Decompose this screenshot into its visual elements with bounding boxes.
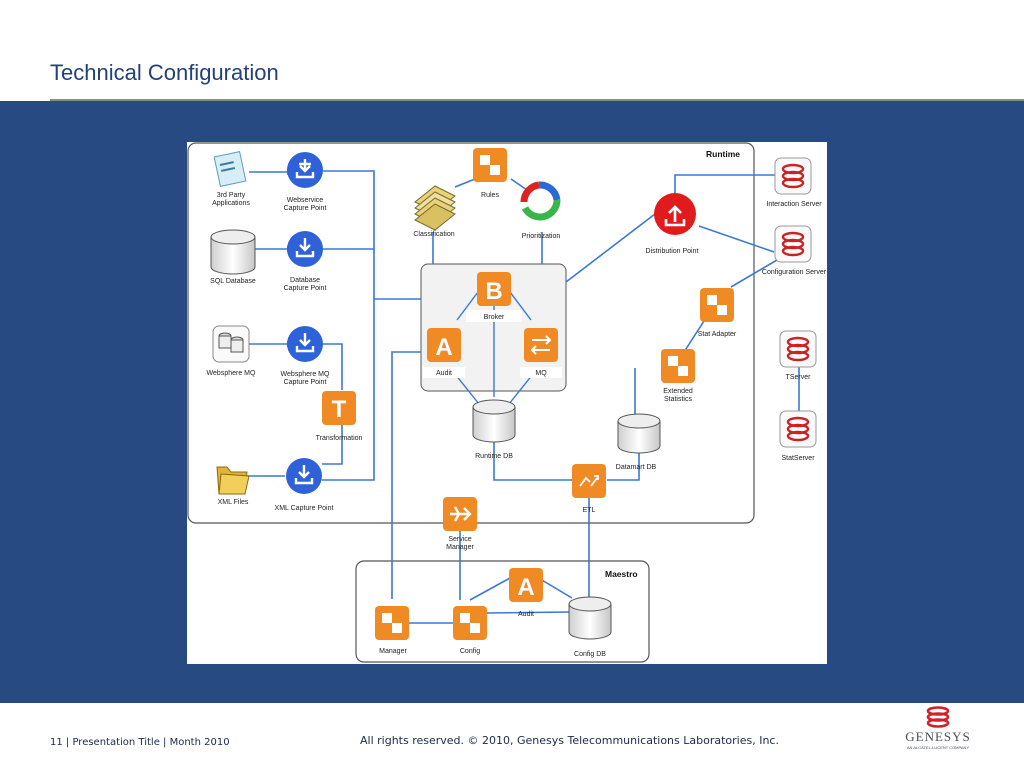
config-icon (453, 606, 487, 640)
datamart-db-icon (617, 413, 661, 454)
database-cp-label-1: Database (290, 277, 320, 284)
genesys-logo-mark-icon (926, 706, 950, 728)
classification-icon (414, 185, 456, 231)
distribution-point-label: Distribution Point (646, 248, 699, 255)
runtime-db-icon (472, 399, 516, 443)
audit-label: Audit (436, 370, 452, 377)
maestro-container (355, 560, 650, 663)
genesys-logo: GENESYS AN ALCATEL-LUCENT COMPANY (905, 706, 971, 750)
database-cp-label-2: Capture Point (284, 285, 327, 292)
websphere-cp-label-2: Capture Point (284, 379, 327, 386)
runtime-label: Runtime (706, 149, 740, 159)
statserver-label: StatServer (781, 455, 815, 462)
configuration-server-label: Configuration Server (762, 269, 827, 276)
configuration-server-icon (774, 225, 812, 263)
websphere-cp-label-1: Websphere MQ (281, 371, 330, 378)
websphere-capture-point-icon (287, 326, 323, 362)
audit-glyph: A (435, 334, 452, 361)
diagram-canvas: Runtime Maestro 3rd Party Applications W… (187, 142, 827, 663)
xml-capture-point-icon (286, 458, 322, 494)
webservice-capture-point-icon (287, 152, 323, 188)
mq-label: MQ (535, 370, 547, 377)
websphere-mq-label: Websphere MQ (207, 370, 256, 377)
maestro-label: Maestro (605, 569, 638, 579)
manager-label: Manager (379, 648, 407, 655)
slide-title: Technical Configuration (50, 60, 279, 85)
broker-glyph: B (485, 278, 502, 305)
config-db-icon (568, 596, 612, 640)
statserver-icon (779, 410, 817, 448)
etl-icon (572, 464, 606, 498)
service-manager-label-2: Manager (446, 544, 474, 551)
rules-label: Rules (481, 192, 499, 199)
sql-database-icon (210, 229, 256, 275)
footer-copyright: All rights reserved. © 2010, Genesys Tel… (360, 734, 779, 747)
database-capture-point-icon (287, 231, 323, 267)
third-party-label-2: Applications (212, 200, 250, 207)
architecture-diagram: Runtime Maestro 3rd Party Applications W… (187, 142, 827, 664)
extended-statistics-icon (661, 349, 695, 383)
interaction-server-label: Interaction Server (766, 201, 822, 208)
config-db-label: Config DB (574, 651, 606, 658)
datamart-db-label: Datamart DB (616, 464, 657, 471)
extended-statistics-label-1: Extended (663, 388, 693, 395)
webservice-label-2: Capture Point (284, 205, 327, 212)
stat-adapter-icon (700, 288, 734, 322)
broker-label: Broker (484, 314, 505, 321)
sql-database-label: SQL Database (210, 278, 256, 285)
audit-icon: A (427, 328, 461, 362)
maestro-audit-icon: A (509, 568, 543, 602)
logo-tagline: AN ALCATEL-LUCENT COMPANY (907, 745, 970, 750)
logo-wordmark: GENESYS (905, 729, 971, 744)
maestro-audit-glyph: A (517, 574, 534, 601)
transformation-icon: T (322, 391, 356, 425)
transformation-glyph: T (332, 396, 347, 423)
footer-slide-info: 11 | Presentation Title | Month 2010 (50, 737, 230, 748)
tserver-icon (779, 330, 817, 368)
service-manager-label-1: Service (448, 536, 471, 543)
manager-icon (375, 606, 409, 640)
websphere-mq-icon (212, 325, 250, 363)
xml-files-icon (216, 466, 250, 495)
webservice-label-1: Webservice (287, 197, 324, 204)
service-manager-icon (443, 497, 477, 531)
third-party-applications-icon (213, 151, 247, 187)
xml-cp-label: XML Capture Point (275, 505, 334, 512)
interaction-server-icon (774, 157, 812, 195)
rules-icon (473, 148, 507, 182)
prioritization-label: Prioritization (522, 233, 561, 240)
maestro-audit-label: Audit (518, 611, 534, 618)
arrowheads (241, 169, 293, 479)
extended-statistics-label-2: Statistics (664, 396, 693, 403)
mq-label-box (520, 367, 562, 378)
classification-label: Classification (413, 231, 454, 238)
transformation-label: Transformation (316, 435, 363, 442)
broker-icon: B (477, 272, 511, 306)
config-label: Config (460, 648, 480, 655)
stat-adapter-label: Stat Adapter (698, 331, 737, 338)
runtime-db-label: Runtime DB (475, 453, 513, 460)
etl-label: ETL (583, 507, 596, 514)
xml-files-label: XML Files (218, 499, 249, 506)
prioritization-icon (520, 181, 561, 221)
third-party-label-1: 3rd Party (217, 192, 246, 199)
title-divider (50, 99, 1024, 101)
mq-icon (524, 328, 558, 362)
broker-label-box (466, 310, 522, 322)
distribution-point-icon (654, 193, 696, 235)
tserver-label: TServer (786, 374, 812, 381)
audit-label-box (423, 367, 465, 378)
